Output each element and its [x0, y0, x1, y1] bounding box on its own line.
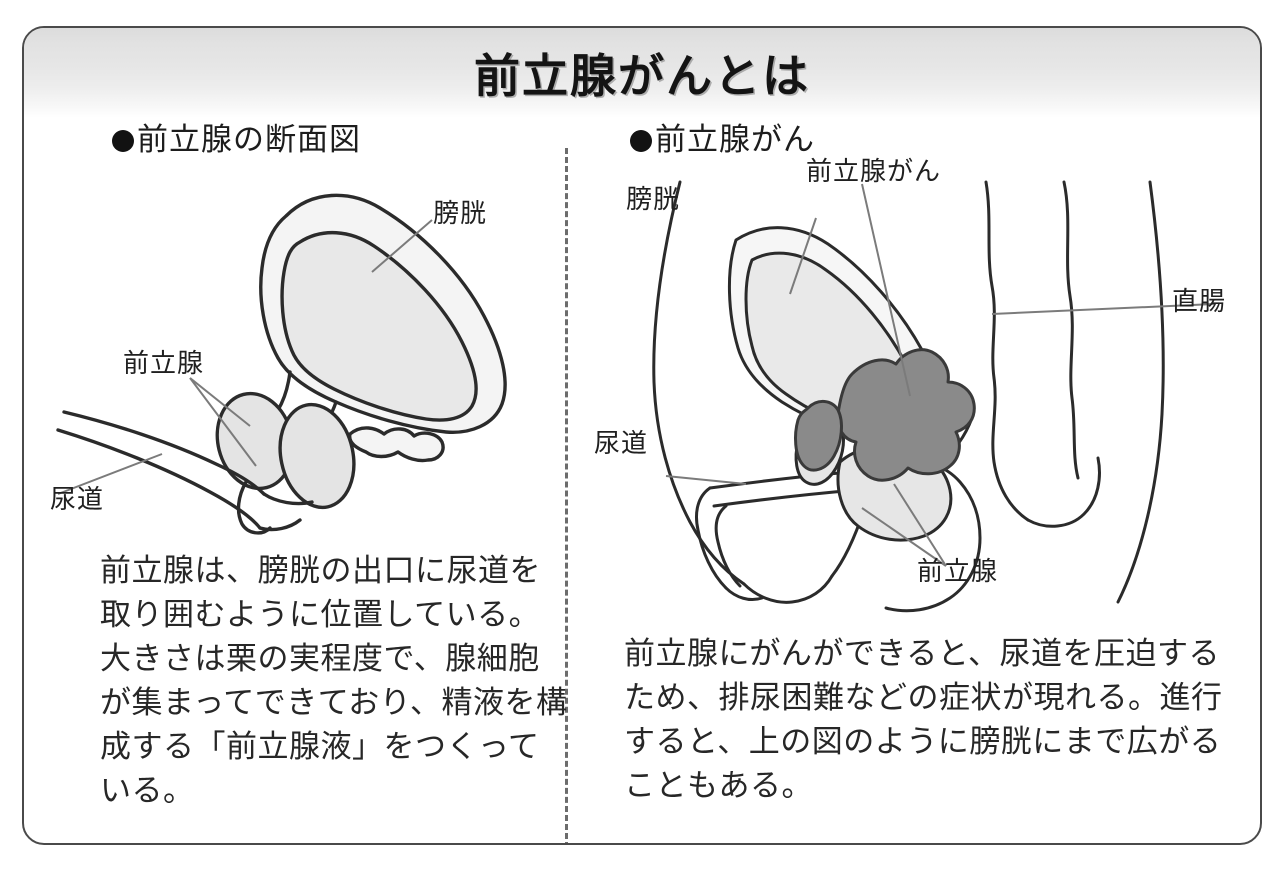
- urethra-apex-bulge: [236, 480, 272, 535]
- prostate-tumor-mass: [836, 348, 976, 482]
- right-panel-heading-label: 前立腺がん: [655, 122, 815, 157]
- left-panel-body-text: 前立腺は、膀胱の出口に尿道を取り囲むように位置している。大きさは栗の実程度で、腺…: [100, 553, 568, 809]
- leader-urethra-right: [665, 475, 747, 485]
- prostate-cancer-figure: 前立腺がん 膀胱 直腸 尿道 前立腺: [594, 158, 1234, 621]
- title-band: 前立腺がんとは: [24, 28, 1260, 118]
- anal-canal: [1026, 456, 1101, 528]
- right-panel-body-text: 前立腺にがんができると、尿道を圧迫するため、排尿困難などの症状が現れる。進行する…: [624, 636, 1223, 804]
- body-front-contour: [652, 180, 746, 586]
- urethra-bend-inner: [714, 504, 742, 588]
- label-prostate-right: 前立腺: [917, 556, 999, 586]
- poster-frame: 前立腺がんとは 前立腺の断面図: [22, 26, 1262, 845]
- buttock-contour: [1116, 180, 1165, 604]
- leader-bladder-right: [789, 217, 817, 295]
- urethra-lower-wall: [56, 428, 262, 530]
- page-title: 前立腺がんとは: [474, 49, 810, 103]
- label-rectum-right: 直腸: [1172, 286, 1227, 316]
- label-prostate-left: 前立腺: [123, 348, 205, 378]
- right-panel-heading: 前立腺がん: [630, 124, 1234, 155]
- leader-prostate-b: [189, 377, 257, 467]
- pelvic-lower-contour: [742, 574, 834, 604]
- leader-lines-right: [665, 183, 1215, 567]
- urethra-base-curve: [258, 518, 302, 532]
- label-bladder-left: 膀胱: [433, 198, 488, 228]
- panel-divider: [565, 148, 568, 843]
- left-panel-heading: 前立腺の断面図: [112, 124, 560, 155]
- seminal-vesicle: [348, 426, 445, 463]
- label-bladder-right: 膀胱: [626, 184, 681, 214]
- leader-cancer: [861, 183, 911, 397]
- label-urethra-left: 尿道: [50, 484, 105, 514]
- bladder-inner-cavity: [280, 231, 478, 422]
- leader-prostate-right: [893, 483, 947, 567]
- panel-prostate-cancer: 前立腺がん: [594, 124, 1234, 839]
- prostate-cross-section-svg: [56, 193, 507, 535]
- bladder-neck-left: [276, 370, 292, 412]
- leader-rectum: [991, 303, 1215, 315]
- leader-urethra: [57, 453, 163, 495]
- label-urethra-right: 尿道: [594, 428, 649, 458]
- rectum-front-wall: [984, 180, 1030, 522]
- prostate-cross-section-figure: 膀胱 前立腺 尿道: [50, 176, 560, 536]
- prostate-lobe-posterior: [278, 402, 356, 510]
- leader-bladder: [371, 219, 433, 273]
- bullet-dot-icon: [630, 130, 652, 152]
- urethra-prostate-junction: [262, 492, 314, 506]
- rectum-back-wall: [1062, 180, 1080, 480]
- panel-cross-section: 前立腺の断面図: [50, 124, 567, 839]
- leader-prostate-a: [189, 377, 251, 427]
- prostate-tumor-lobe: [794, 400, 843, 472]
- bullet-dot-icon: [112, 130, 134, 152]
- leader-prostate-right-b: [861, 507, 947, 567]
- urethra-bend-outer: [695, 486, 728, 590]
- urethra-distal-tip: [724, 586, 764, 602]
- prostate-cancer-svg: [652, 180, 1215, 613]
- urethra-upper-wall: [62, 410, 266, 496]
- label-cancer-right: 前立腺がん: [806, 156, 942, 186]
- left-panel-heading-label: 前立腺の断面図: [137, 122, 361, 157]
- leader-lines-left: [57, 219, 433, 495]
